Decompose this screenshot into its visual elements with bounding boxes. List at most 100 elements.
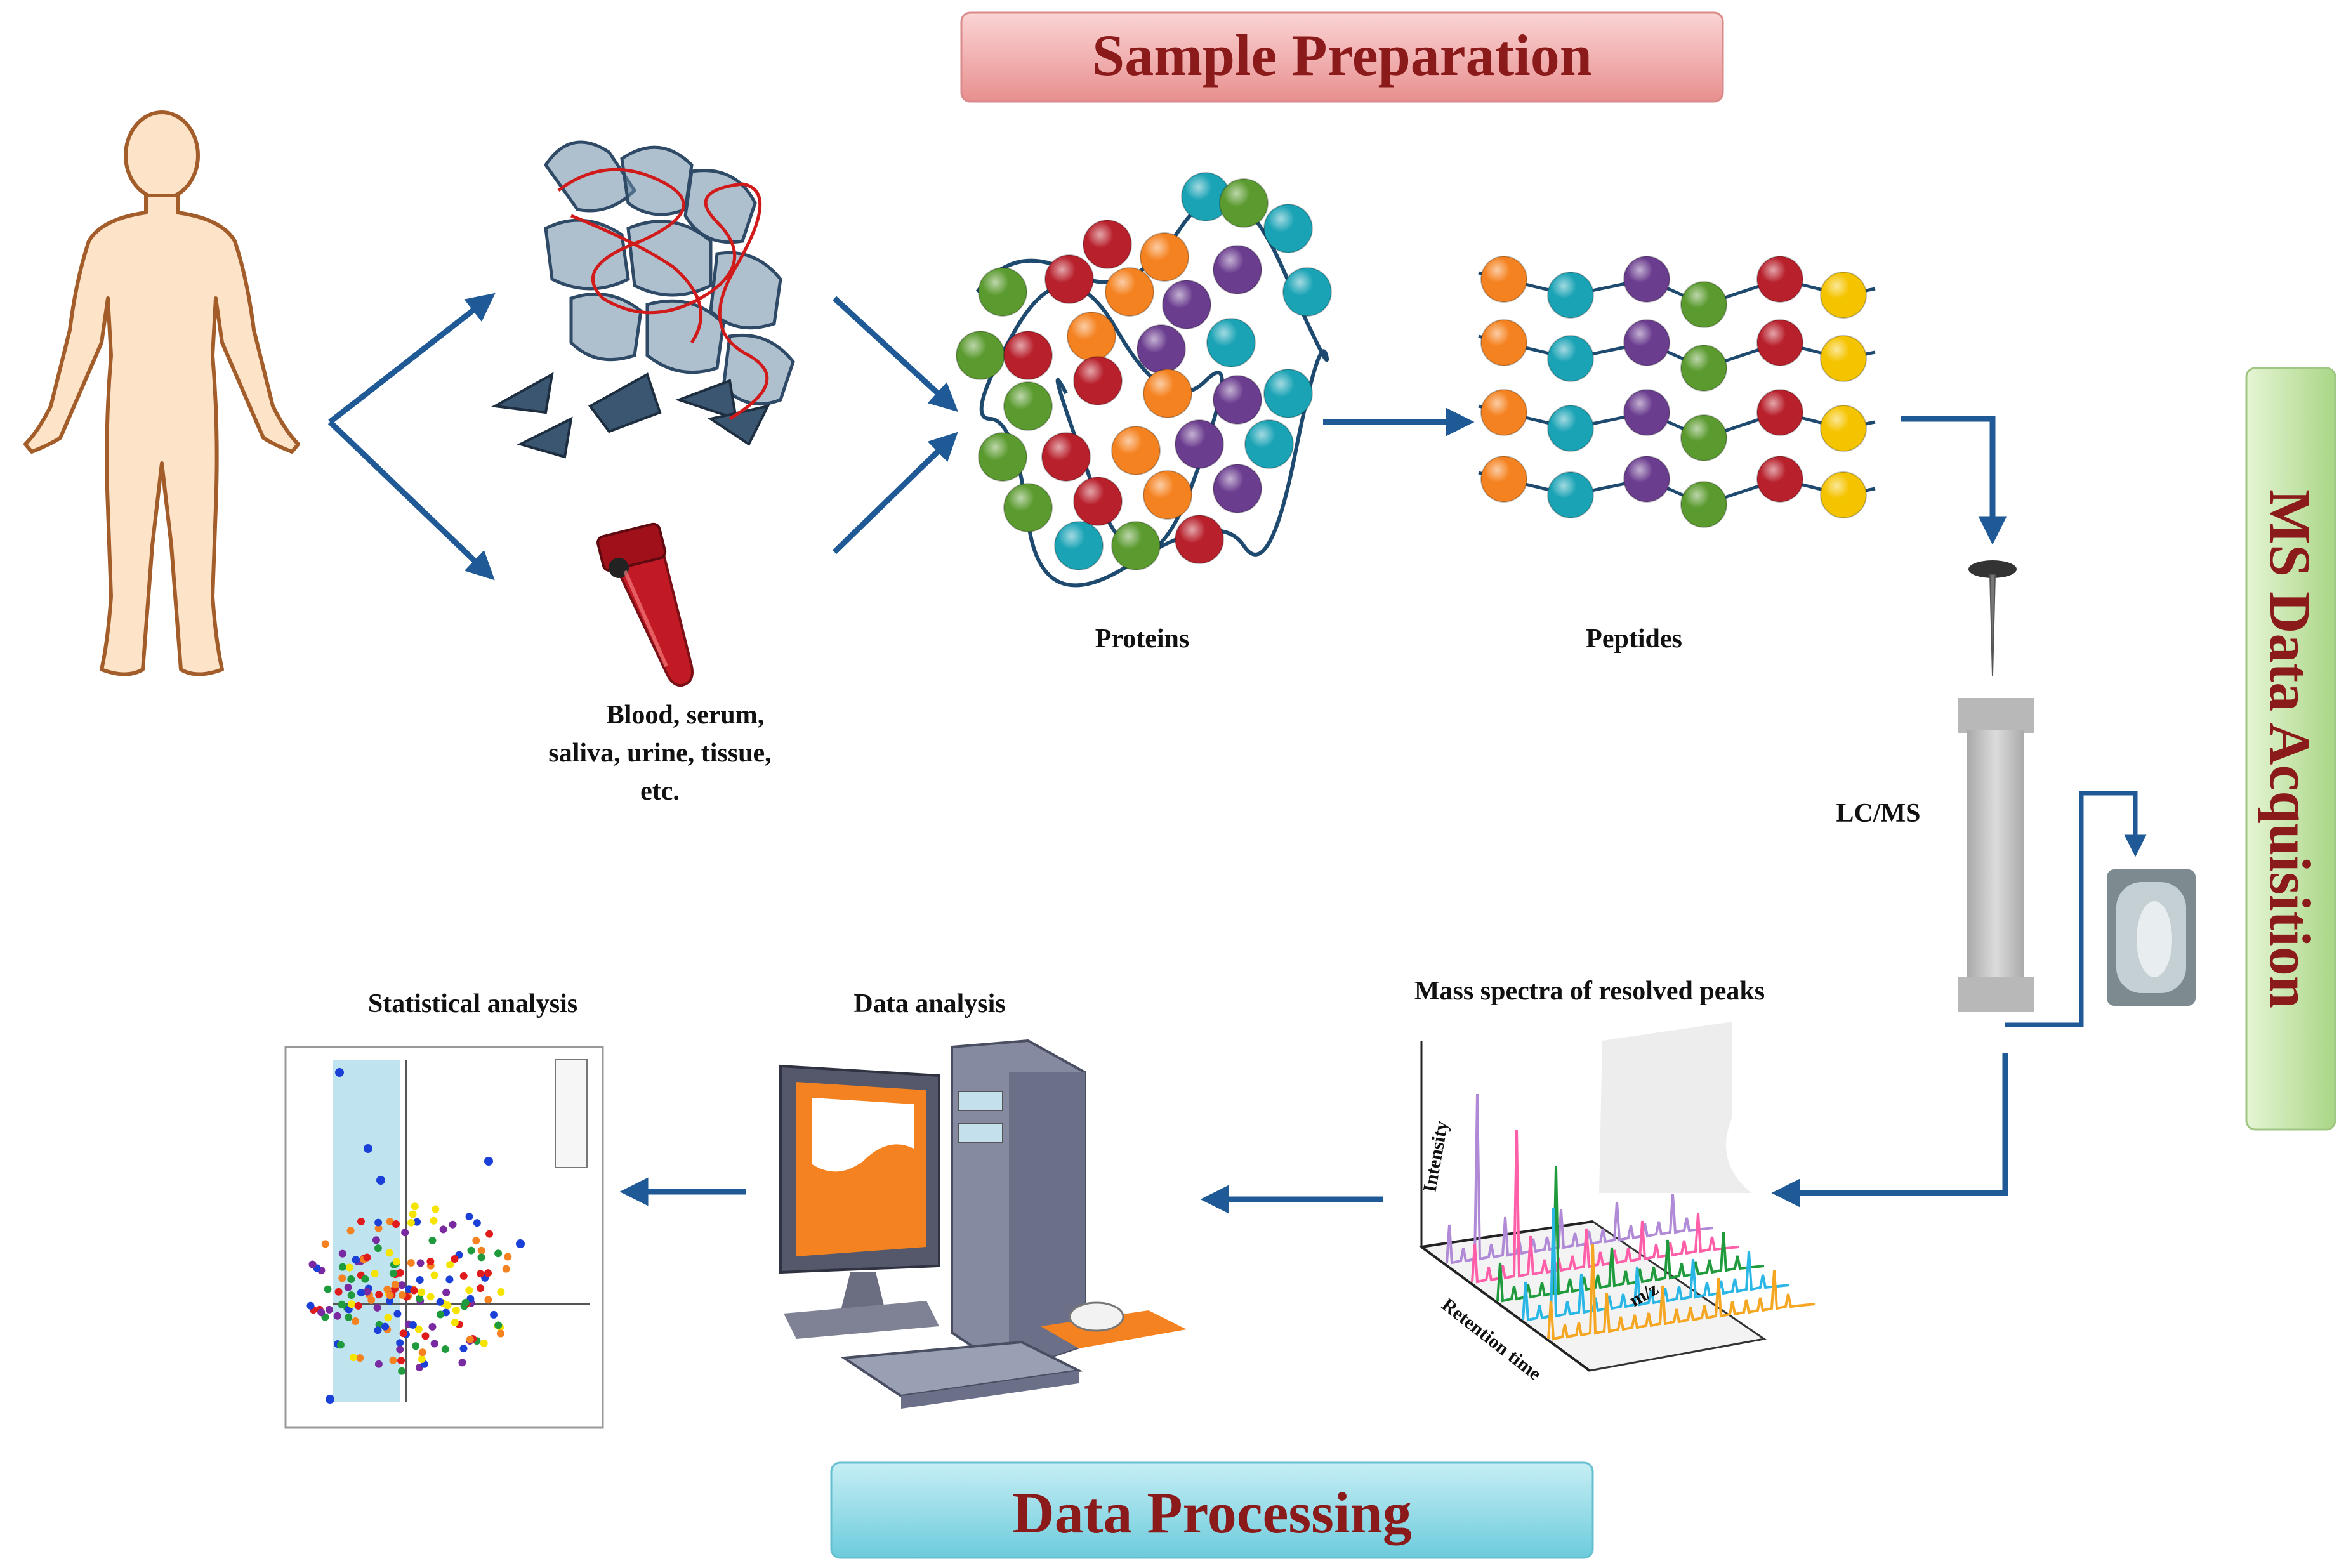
peptide-residue-shine xyxy=(1481,320,1527,366)
peptide-residue-shine xyxy=(1548,472,1593,518)
protein-ball-shine xyxy=(1213,376,1262,424)
scatter-point xyxy=(446,1261,454,1269)
protein-ball-shine xyxy=(1105,268,1154,316)
scatter-point xyxy=(392,1220,400,1229)
scatter-point xyxy=(386,1297,394,1305)
scatter-point xyxy=(502,1265,510,1273)
arrow-to-cells xyxy=(328,293,496,425)
scatter-point xyxy=(398,1281,406,1289)
scatter-point xyxy=(467,1246,475,1255)
sample-preparation-banner: Sample Preparation xyxy=(960,11,1724,103)
scatter-point xyxy=(389,1269,397,1277)
scatter-point xyxy=(461,1298,470,1307)
scatter-point xyxy=(347,1275,355,1283)
protein-ball-shine xyxy=(1220,179,1268,227)
sample-types-label-line1: Blood, serum, xyxy=(607,701,765,730)
scatter-point xyxy=(466,1335,474,1343)
scatter-point xyxy=(384,1314,392,1322)
protein-ball-shine xyxy=(1140,233,1189,281)
lc-column-icon xyxy=(1958,560,2034,1012)
peptides-icon xyxy=(1478,256,1876,528)
protein-ball-shine xyxy=(1175,420,1223,468)
ms-data-acquisition-banner: MS Data Acquisition xyxy=(2245,367,2336,1131)
scatter-point xyxy=(348,1300,356,1308)
scatter-point xyxy=(472,1237,480,1245)
scatter-point xyxy=(398,1367,406,1375)
scatter-point xyxy=(426,1293,435,1301)
scatter-point xyxy=(383,1285,392,1293)
peptide-residue-shine xyxy=(1481,390,1527,435)
scatter-point xyxy=(373,1303,381,1312)
scatter-point xyxy=(477,1246,485,1255)
scatter-point xyxy=(430,1216,438,1225)
proteins-label: Proteins xyxy=(1095,624,1190,654)
data-processing-title: Data Processing xyxy=(1012,1480,1411,1545)
scatter-point xyxy=(393,1310,402,1318)
scatter-point xyxy=(335,1068,344,1077)
arrow-blood-to-proteins xyxy=(832,432,958,555)
peptide-residue-shine xyxy=(1757,256,1803,302)
scatter-point xyxy=(477,1284,485,1293)
scatter-point xyxy=(386,1218,394,1226)
scatter-point xyxy=(411,1202,419,1211)
peptide-residue-shine xyxy=(1624,256,1670,302)
scatter-point xyxy=(494,1249,503,1258)
peptide-residue-shine xyxy=(1624,320,1670,366)
scatter-point xyxy=(430,1340,438,1348)
scatter-point xyxy=(374,1244,382,1253)
protein-ball-shine xyxy=(1245,420,1293,468)
scatter-point xyxy=(386,1291,394,1300)
lc-ms-label: LC/MS xyxy=(1836,799,1920,828)
scatter-point xyxy=(392,1258,400,1266)
scatter-point xyxy=(437,1310,445,1319)
peptide-residue-shine xyxy=(1681,282,1727,327)
protein-ball-shine xyxy=(1264,204,1312,253)
scatter-point xyxy=(352,1317,360,1326)
scatter-point xyxy=(473,1219,481,1227)
protein-ball-shine xyxy=(1042,433,1090,481)
scatter-point xyxy=(381,1322,390,1331)
scatter-point xyxy=(308,1260,317,1268)
peptide-backbone xyxy=(1478,404,1876,440)
blood-tube-icon xyxy=(596,522,694,687)
ms-data-acquisition-title: MS Data Acquisition xyxy=(2258,489,2323,1008)
protein-ball-shine xyxy=(1163,280,1211,329)
protein-ball-shine xyxy=(1175,515,1223,563)
scatter-point xyxy=(363,1288,371,1296)
scatter-point xyxy=(324,1285,332,1293)
scatter-point xyxy=(409,1321,417,1329)
scatter-point xyxy=(345,1263,353,1272)
scatter-point xyxy=(418,1348,426,1357)
protein-ball-shine xyxy=(1213,464,1262,513)
scatter-point xyxy=(480,1339,488,1347)
scatter-point xyxy=(385,1249,393,1257)
loading-plot xyxy=(284,1046,604,1429)
peptide-residue-shine xyxy=(1821,336,1866,381)
scatter-point xyxy=(439,1225,447,1234)
scatter-point xyxy=(490,1310,498,1319)
protein-ball-shine xyxy=(1182,173,1230,221)
spectrum-trace xyxy=(1547,1244,1816,1341)
spectrum-trace xyxy=(1446,1093,1714,1265)
scatter-point xyxy=(416,1276,424,1284)
scatter-point xyxy=(428,1236,437,1244)
scatter-point xyxy=(376,1176,385,1185)
protein-ball-shine xyxy=(1004,382,1052,430)
sample-types-label-line3: etc. xyxy=(640,777,680,806)
peptide-residue-shine xyxy=(1681,345,1727,391)
peptide-residue-shine xyxy=(1548,272,1593,318)
protein-ball-shine xyxy=(1074,477,1122,525)
arrow-cells-to-proteins xyxy=(832,296,958,412)
scatter-point xyxy=(361,1275,369,1283)
scatter-point xyxy=(374,1326,382,1334)
scatter-point xyxy=(357,1218,365,1226)
scatter-point xyxy=(484,1157,493,1166)
scatter-point xyxy=(338,1274,346,1282)
scatter-point xyxy=(418,1355,426,1364)
scatter-point xyxy=(352,1256,360,1264)
peptide-residue-shine xyxy=(1821,472,1866,518)
scatter-point xyxy=(374,1224,383,1232)
scatter-point xyxy=(338,1263,346,1271)
scatter-point xyxy=(426,1257,435,1265)
peptide-backbone xyxy=(1478,334,1876,370)
